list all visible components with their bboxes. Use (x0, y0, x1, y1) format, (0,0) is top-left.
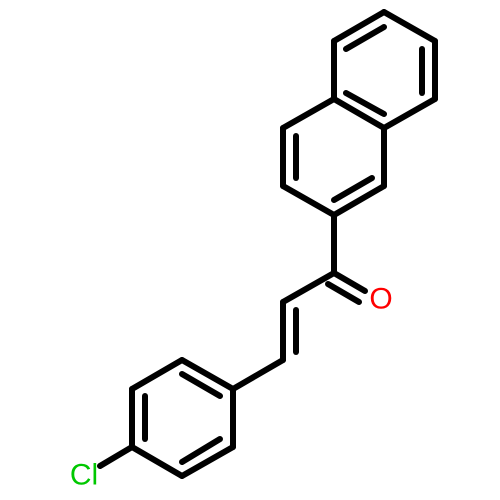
bond (179, 436, 223, 465)
bond (179, 444, 236, 479)
bond (129, 357, 185, 392)
bond (280, 96, 337, 131)
bond (343, 24, 387, 52)
bond (331, 175, 375, 203)
chlorophenyl-ring (97, 357, 236, 479)
bond (129, 444, 185, 479)
bond (331, 270, 368, 294)
bond (381, 96, 438, 131)
bond (179, 357, 236, 392)
bond (179, 371, 223, 399)
bond (331, 183, 387, 218)
bond (230, 357, 286, 392)
naphthalene-ring (280, 9, 438, 218)
bond (280, 270, 337, 305)
chlorine-atom-label: Cl (70, 459, 98, 492)
bond (331, 9, 387, 44)
bond (97, 444, 135, 469)
enone-chain (230, 212, 368, 392)
bond (280, 183, 337, 218)
bond (381, 9, 438, 44)
bond (325, 281, 362, 305)
oxygen-atom-label: O (369, 283, 392, 316)
bond (343, 90, 387, 117)
bond (331, 96, 387, 131)
